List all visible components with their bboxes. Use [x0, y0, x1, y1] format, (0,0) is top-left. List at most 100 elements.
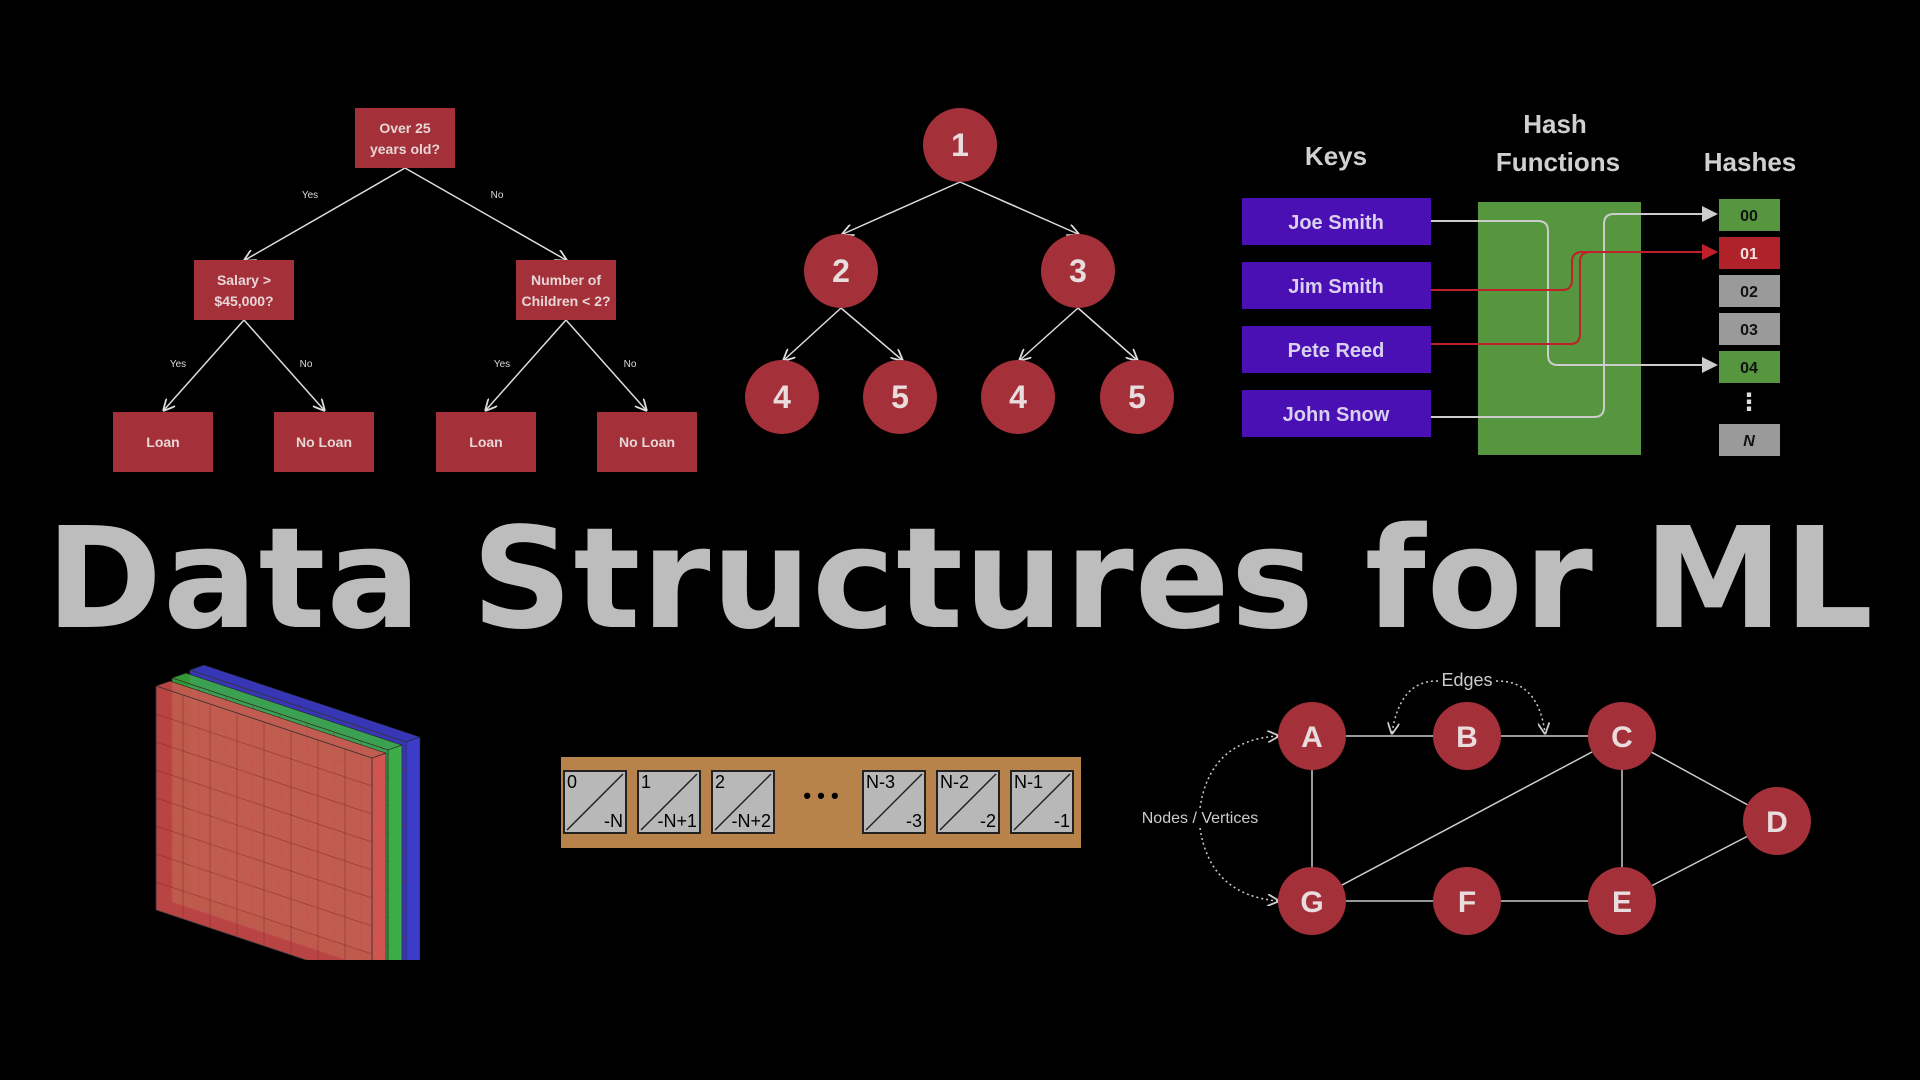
- hash-arrow: [1431, 220, 1718, 373]
- hash-slot: [1719, 351, 1780, 383]
- cell-diagonal: [939, 773, 997, 831]
- tree-node-label: 2: [832, 253, 850, 289]
- array-index: N-1: [1014, 772, 1044, 792]
- page-title: Data Structures for ML: [45, 498, 1875, 661]
- leaf-label: No Loan: [619, 434, 675, 450]
- tree-node-label: 5: [1128, 379, 1146, 415]
- array-cell: N-3 -3: [862, 770, 926, 834]
- hash-slot: [1719, 199, 1780, 231]
- graph-node-label: C: [1611, 721, 1633, 754]
- edge-label-yes: Yes: [170, 359, 186, 370]
- tree-edge: [843, 181, 961, 234]
- hash-label: 00: [1740, 208, 1758, 225]
- tree-edge: [565, 319, 646, 410]
- key-box: [1242, 262, 1431, 309]
- hashes-header: Hashes: [1704, 147, 1797, 177]
- array-index: N-3: [866, 772, 896, 792]
- edges-label: Edges: [1441, 670, 1492, 690]
- graph-node-label: E: [1612, 886, 1632, 919]
- cell-diagonal: [640, 773, 698, 831]
- hash-slot: [1719, 424, 1780, 456]
- leaf-label: No Loan: [296, 434, 352, 450]
- key-box: [1242, 326, 1431, 373]
- tree-node-label: 4: [773, 379, 791, 415]
- array-cell: N-2-2: [936, 770, 1000, 834]
- tree-node-label: 4: [1009, 379, 1027, 415]
- edge-label-yes: Yes: [494, 359, 510, 370]
- array-neg-index: -3: [905, 811, 922, 831]
- graph-edge: [1311, 735, 1623, 902]
- array-index: 1: [641, 772, 652, 792]
- edge-label-yes: Yes: [302, 190, 318, 201]
- nodes-pointer: [1199, 736, 1278, 809]
- tree-edge: [164, 319, 245, 410]
- graph-node-label: F: [1458, 886, 1476, 919]
- array-index: 2: [715, 772, 726, 792]
- left-node: [194, 260, 294, 320]
- key-label: John Snow: [1283, 404, 1390, 426]
- tree-edge: [486, 319, 567, 410]
- graph-node: [1588, 702, 1656, 770]
- leaf-node: [436, 412, 536, 472]
- graph-node-label: G: [1300, 886, 1323, 919]
- hash-slot: [1719, 237, 1780, 269]
- hash-arrow: [1431, 206, 1718, 418]
- graph-node: [1743, 787, 1811, 855]
- edge-label-no: No: [491, 190, 504, 201]
- array-cell: 2-N+2: [711, 770, 775, 834]
- hash-functions-header: Hash: [1523, 109, 1587, 139]
- array-neg-index: -1: [1053, 811, 1070, 831]
- edges-pointer: [1495, 680, 1545, 733]
- tree-node: [745, 360, 819, 434]
- edges-pointer: [1392, 680, 1439, 733]
- hash-function-box: [1478, 202, 1641, 455]
- cell-diagonal: [566, 773, 624, 831]
- graph-node: [1433, 867, 1501, 935]
- leaf-node: [274, 412, 374, 472]
- leaf-label: Loan: [469, 434, 502, 450]
- hash-functions-header: Functions: [1496, 147, 1620, 177]
- key-box: [1242, 198, 1431, 245]
- cell-diagonal: [865, 773, 923, 831]
- tree-node: [923, 108, 997, 182]
- tree-edge: [404, 167, 566, 260]
- graph: Edges Nodes / Vertices A B C D E F G: [1142, 670, 1811, 935]
- array-index: 0: [567, 772, 578, 792]
- graph-node-label: B: [1456, 721, 1478, 754]
- nodes-pointer: [1199, 827, 1278, 901]
- array-neg-index: -N: [604, 811, 623, 831]
- graph-node: [1588, 867, 1656, 935]
- edge-label-no: No: [300, 359, 313, 370]
- tree-node: [1100, 360, 1174, 434]
- leaf-node: [113, 412, 213, 472]
- hash-ellipsis: ⋮: [1737, 389, 1761, 416]
- tree-edge: [1020, 307, 1079, 360]
- root-node: [355, 108, 455, 168]
- hash-slot: [1719, 313, 1780, 345]
- key-label: Joe Smith: [1288, 212, 1384, 234]
- array-ellipsis: • • •: [803, 783, 839, 808]
- key-label: Jim Smith: [1288, 276, 1384, 298]
- key-label: Pete Reed: [1288, 340, 1385, 362]
- tree-edge: [840, 307, 902, 360]
- tree-edge: [1077, 307, 1137, 360]
- array-cell: 0 -N: [563, 770, 627, 834]
- leaf-node: [597, 412, 697, 472]
- tree-node-label: 5: [891, 379, 909, 415]
- array-neg-index: -N+2: [731, 811, 771, 831]
- tree-node: [981, 360, 1055, 434]
- hash-label: 04: [1740, 360, 1758, 377]
- array-neg-index: -N+1: [657, 811, 697, 831]
- hash-label: 01: [1740, 246, 1758, 263]
- tree-edge: [784, 307, 842, 360]
- hash-label: N: [1743, 433, 1755, 450]
- graph-node-label: D: [1766, 806, 1788, 839]
- tensor-channel: [155, 680, 387, 960]
- tree-node-label: 1: [951, 127, 969, 163]
- hash-arrow-collision: [1431, 244, 1718, 291]
- cell-diagonal: [1013, 773, 1071, 831]
- tree-edge: [245, 167, 406, 260]
- tree-node: [1041, 234, 1115, 308]
- right-node: [516, 260, 616, 320]
